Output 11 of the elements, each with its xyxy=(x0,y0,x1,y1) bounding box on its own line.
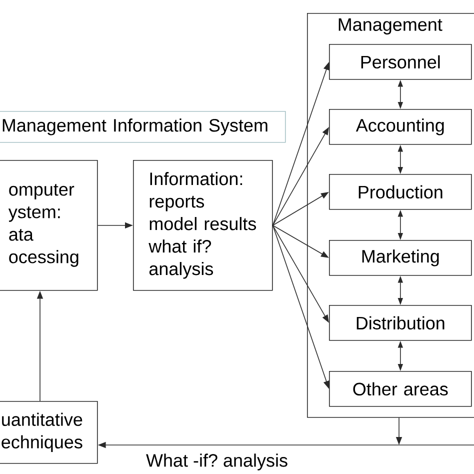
department-box: Personnel xyxy=(329,44,472,80)
department-box: Accounting xyxy=(329,109,472,145)
department-box: Marketing xyxy=(329,240,472,276)
process-box: omputer ystem: ata ocessing xyxy=(0,160,98,291)
process-box: uantitative echniques xyxy=(0,401,98,464)
edge-label: What -if? analysis xyxy=(144,452,290,472)
process-box: Information: reports model results what if? analysis xyxy=(133,160,273,291)
department-box: Production xyxy=(329,174,472,210)
banner-box: Management Information System xyxy=(0,111,286,143)
department-box: Other areas xyxy=(329,371,472,407)
department-box: Distribution xyxy=(329,305,472,341)
